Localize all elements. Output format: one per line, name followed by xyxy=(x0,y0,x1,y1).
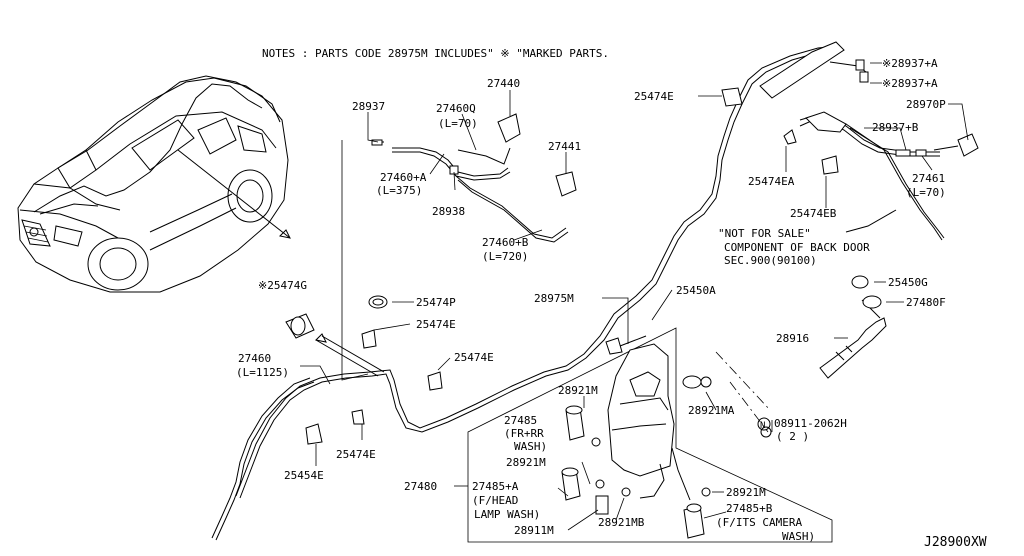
vehicle-illustration xyxy=(17,75,291,293)
filler-neck xyxy=(715,275,887,411)
label-component-of-back-door: COMPONENT OF BACK DOOR xyxy=(724,241,870,254)
label-25474e-low: 25474E xyxy=(336,448,376,461)
label-27485a-sub2: LAMP WASH) xyxy=(474,508,540,521)
label-27460a-length: (L=375) xyxy=(376,184,422,197)
label-08911-qty: ( 2 ) xyxy=(776,430,809,443)
label-27441: 27441 xyxy=(548,140,581,153)
notes-text: NOTES : PARTS CODE 28975M INCLUDES" ※ "M… xyxy=(262,47,609,60)
label-27485b-sub1: (F/ITS CAMERA xyxy=(716,516,802,529)
rear-nozzle-hoses xyxy=(371,113,577,243)
label-08911: 08911-2062H xyxy=(774,417,847,430)
label-27460q: 27460Q xyxy=(436,102,476,115)
main-hose-28975m xyxy=(211,45,839,541)
label-25474eb: 25474EB xyxy=(790,207,837,220)
back-door-assembly xyxy=(721,41,979,241)
label-08911-n: N xyxy=(760,421,765,431)
label-25474g: ※25474G xyxy=(258,279,307,292)
label-25474e-mid: 25474E xyxy=(416,318,456,331)
label-25474e-top: 25474E xyxy=(634,90,674,103)
label-27461-length: (L=70) xyxy=(906,186,946,199)
label-section-ref: SEC.900(90100) xyxy=(724,254,817,267)
label-28937-a-1: ※28937+A xyxy=(882,57,938,70)
label-27485a-sub1: (F/HEAD xyxy=(472,494,518,507)
left-components xyxy=(285,295,443,445)
label-28970p: 28970P xyxy=(906,98,946,111)
label-25474p: 25474P xyxy=(416,296,456,309)
label-27460: 27460 xyxy=(238,352,271,365)
leader-lines xyxy=(300,62,969,531)
label-25450g: 25450G xyxy=(888,276,928,289)
label-27485: 27485 xyxy=(504,414,537,427)
label-27480f: 27480F xyxy=(906,296,946,309)
label-27485b: 27485+B xyxy=(726,502,773,515)
label-25450a: 25450A xyxy=(676,284,716,297)
label-27460q-length: (L=70) xyxy=(438,117,478,130)
label-27460b-length: (L=720) xyxy=(482,250,528,263)
label-28937: 28937 xyxy=(352,100,385,113)
label-27460a: 27460+A xyxy=(380,171,427,184)
label-25474ea: 25474EA xyxy=(748,175,795,188)
label-25454e: 25454E xyxy=(284,469,324,482)
label-28921mb: 28921MB xyxy=(598,516,645,529)
label-28921ma: 28921MA xyxy=(688,404,735,417)
label-27485b-sub2: WASH) xyxy=(782,530,815,543)
label-28916: 28916 xyxy=(776,332,809,345)
label-27460-length: (L=1125) xyxy=(236,366,289,379)
label-28921m-3: 28921M xyxy=(726,486,766,499)
label-27480: 27480 xyxy=(404,480,437,493)
label-28975m: 28975M xyxy=(534,292,574,305)
n-marker-icon xyxy=(757,417,771,431)
label-27485a: 27485+A xyxy=(472,480,519,493)
label-27440: 27440 xyxy=(487,77,520,90)
label-28911m: 28911M xyxy=(514,524,554,537)
label-28937-b: 28937+B xyxy=(872,121,919,134)
label-27461: 27461 xyxy=(912,172,945,185)
label-28921m-1: 28921M xyxy=(558,384,598,397)
label-28938: 28938 xyxy=(432,205,465,218)
label-28921m-2: 28921M xyxy=(506,456,546,469)
label-27485-sub2: WASH) xyxy=(514,440,547,453)
reservoir-box xyxy=(467,327,833,543)
diagram-code: J28900XW xyxy=(924,535,987,550)
label-not-for-sale: "NOT FOR SALE" xyxy=(718,227,811,240)
label-27460b: 27460+B xyxy=(482,236,529,249)
label-28937-a-2: ※28937+A xyxy=(882,77,938,90)
part-labels: ※28937+A ※28937+A 28970P 28937+B 27461 (… xyxy=(236,57,987,550)
label-25474e-center: 25474E xyxy=(454,351,494,364)
label-27485-sub1: (FR+RR xyxy=(504,427,544,440)
